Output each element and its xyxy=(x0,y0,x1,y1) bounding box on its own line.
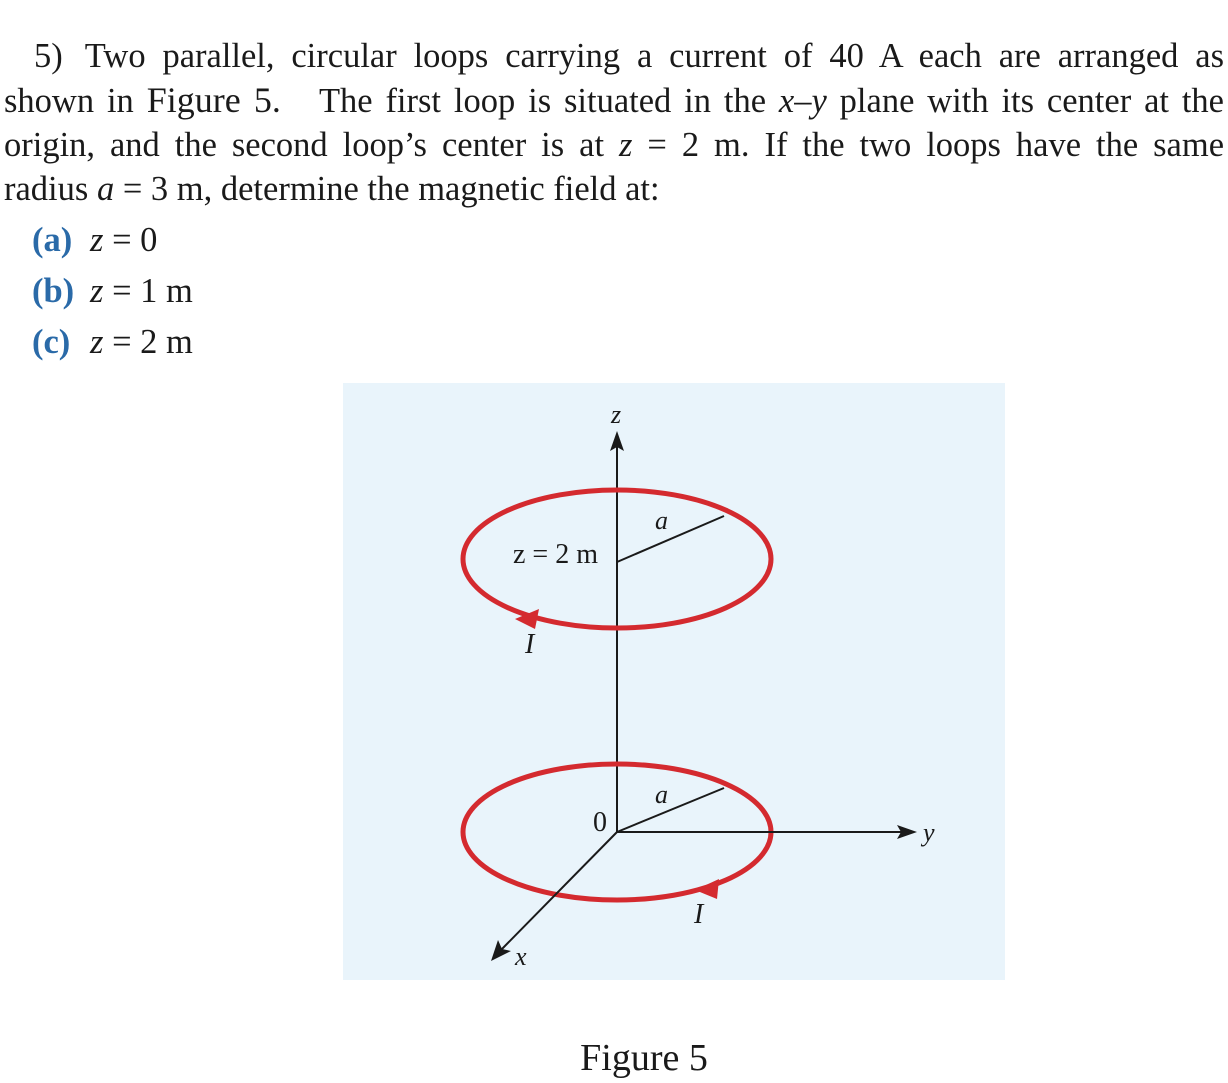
part-c: (c)z = 2 m xyxy=(32,323,193,361)
bottom-current-label: I xyxy=(693,899,705,930)
z-axis-arrow-icon xyxy=(610,431,624,451)
x-axis xyxy=(500,831,618,951)
figure-reference: Figure 5. xyxy=(146,80,281,120)
z-axis-label: z xyxy=(610,400,621,429)
y-axis-arrow-icon xyxy=(897,825,917,839)
problem-number: 5) xyxy=(34,37,63,75)
x-axis-label: x xyxy=(514,942,527,971)
figure-5-diagram: z a z = 2 m I a 0 I y x xyxy=(343,383,1005,980)
part-b: (b)z = 1 m xyxy=(32,272,193,310)
sub-questions: (a)z = 0 (b)z = 1 m (c)z = 2 m xyxy=(32,215,193,368)
problem-statement: 5)Two parallel, circular loops carrying … xyxy=(4,34,1224,211)
problem-line-3: origin, and the second loop’s center is … xyxy=(4,126,1225,164)
bottom-radius-label: a xyxy=(655,780,668,809)
y-axis-label: y xyxy=(920,818,935,847)
top-current-loop xyxy=(460,487,774,631)
figure-caption: Figure 5 xyxy=(580,1037,708,1079)
bottom-loop-current-arrow-icon xyxy=(695,879,719,899)
problem-line-1: 5)Two parallel, circular loops carrying … xyxy=(34,37,1224,75)
x-axis-arrow-icon xyxy=(491,940,511,961)
top-current-label: I xyxy=(524,629,536,660)
top-radius-line xyxy=(616,515,725,563)
top-loop-current-arrow-icon xyxy=(515,609,539,629)
problem-line-4: radius a = 3 m, determine the magnetic f… xyxy=(4,170,660,208)
bottom-radius-line xyxy=(616,787,725,833)
problem-line-2: shown in Figure 5. The first loop is sit… xyxy=(4,80,1224,120)
loops-diagram: z a z = 2 m I a 0 I y x xyxy=(460,400,935,971)
part-a: (a)z = 0 xyxy=(32,221,158,259)
top-loop-height-label: z = 2 m xyxy=(513,539,598,570)
origin-label: 0 xyxy=(593,807,607,838)
top-radius-label: a xyxy=(655,506,668,535)
